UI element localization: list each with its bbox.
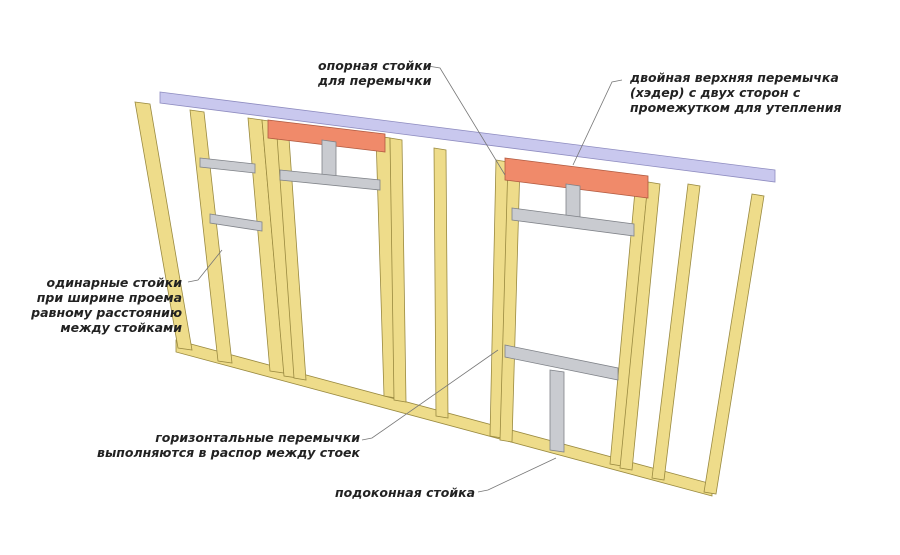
label-double-header: двойная верхняя перемычка (хэдер) с двух…: [630, 70, 842, 115]
label-single-studs: одинарные стойки при ширине проема равно…: [31, 275, 182, 335]
stud: [389, 137, 407, 403]
horizontal-jumper: [511, 207, 635, 237]
label-line: при ширине проема: [36, 290, 182, 305]
door-header: [267, 119, 386, 153]
label-line: (хэдер) с двух сторон с: [630, 85, 801, 100]
label-sill-stud: подоконная стойка: [335, 485, 475, 500]
label-line: между стойками: [60, 320, 182, 335]
stud: [134, 101, 193, 351]
sill-stud: [549, 369, 565, 453]
callout-lines: [187, 65, 623, 493]
horizontal-jumper: [199, 157, 256, 174]
label-line: двойная верхняя перемычка: [630, 70, 839, 85]
studs: [134, 101, 765, 495]
top-plate: [159, 91, 776, 183]
stud: [619, 181, 661, 471]
label-line: горизонтальные перемычки: [155, 430, 360, 445]
label-line: подоконная стойка: [335, 485, 475, 500]
stud: [703, 193, 765, 495]
stud: [433, 147, 449, 419]
label-line: выполняются в распор между стоек: [97, 445, 360, 460]
window-sill: [504, 344, 619, 381]
label-line: одинарные стойки: [46, 275, 182, 290]
horizontal-jumper: [279, 169, 381, 191]
stud: [189, 109, 233, 364]
callout-line: [572, 79, 623, 166]
callout-line: [477, 457, 557, 493]
label-line: промежутком для утепления: [630, 100, 842, 115]
label-line: опорная стойки: [318, 58, 432, 73]
bottom-plate: [175, 339, 713, 497]
horizontal-jumper: [209, 213, 263, 232]
label-horizontal-jumpers: горизонтальные перемычки выполняются в р…: [97, 430, 360, 460]
callout-line: [361, 349, 499, 441]
label-support-studs: опорная стойки для перемычки: [318, 58, 432, 88]
stud: [651, 183, 701, 481]
window-header: [504, 157, 649, 199]
callout-line: [187, 249, 223, 283]
label-line: для перемычки: [318, 73, 432, 88]
horizontal-members: [199, 139, 635, 453]
callout-line: [427, 65, 506, 176]
label-line: равному расстоянию: [31, 305, 182, 320]
